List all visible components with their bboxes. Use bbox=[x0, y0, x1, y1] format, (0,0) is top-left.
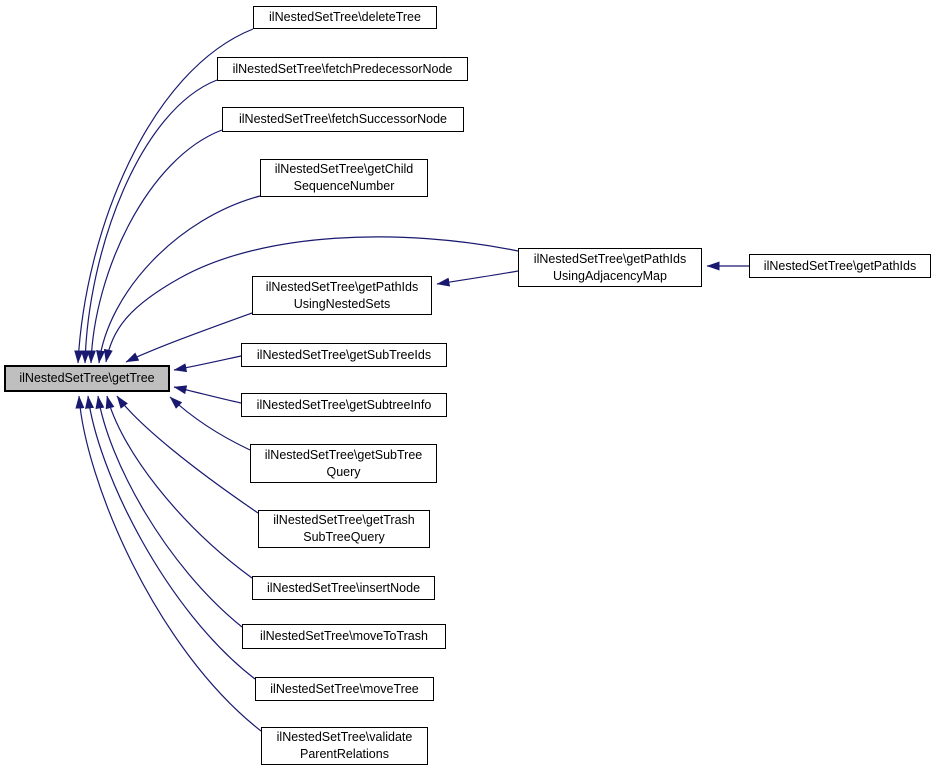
edge-fetchSuccessorNode-to-getTree bbox=[86, 129, 223, 364]
node-label: ilNestedSetTree\fetchPredecessorNode bbox=[232, 61, 453, 76]
graph-node-getTrashSubTreeQuery[interactable]: ilNestedSetTree\getTrash SubTreeQuery bbox=[258, 510, 430, 548]
edge-insertNode-to-getTree bbox=[105, 395, 253, 579]
node-label: ilNestedSetTree\validate ParentRelations bbox=[276, 730, 413, 761]
graph-node-getPathIds[interactable]: ilNestedSetTree\getPathIds bbox=[749, 254, 931, 278]
graph-node-getSubtreeInfo[interactable]: ilNestedSetTree\getSubtreeInfo bbox=[241, 393, 447, 417]
edge-getSubTreeQuery-to-getTree bbox=[169, 396, 251, 451]
graph-node-moveToTrash[interactable]: ilNestedSetTree\moveToTrash bbox=[242, 624, 446, 649]
edge-getPathIdsUsingNestedSets-to-getTree bbox=[125, 312, 253, 363]
node-label: ilNestedSetTree\getSubTreeIds bbox=[256, 347, 432, 362]
node-label: ilNestedSetTree\moveToTrash bbox=[260, 629, 428, 643]
edge-getSubtreeInfo-to-getTree bbox=[173, 385, 242, 404]
graph-node-fetchPredecessorNode[interactable]: ilNestedSetTree\fetchPredecessorNode bbox=[217, 57, 468, 81]
edge-getPathIdsUsingAdjacencyMap-to-getTree bbox=[103, 236, 519, 363]
node-label: ilNestedSetTree\deleteTree bbox=[269, 10, 421, 24]
graph-node-getPathIdsUsingAdjacencyMap[interactable]: ilNestedSetTree\getPathIds UsingAdjacenc… bbox=[518, 248, 702, 287]
node-label: ilNestedSetTree\getPathIds UsingNestedSe… bbox=[265, 279, 419, 311]
graph-node-fetchSuccessorNode[interactable]: ilNestedSetTree\fetchSuccessorNode bbox=[222, 107, 464, 132]
graph-node-getPathIdsUsingNestedSets[interactable]: ilNestedSetTree\getPathIds UsingNestedSe… bbox=[252, 276, 432, 315]
edge-validateParentRelations-to-getTree bbox=[75, 395, 262, 732]
graph-node-validateParentRelations[interactable]: ilNestedSetTree\validate ParentRelations bbox=[261, 727, 428, 765]
node-label: ilNestedSetTree\getSubtreeInfo bbox=[256, 397, 432, 412]
graph-node-getChildSequenceNumber[interactable]: ilNestedSetTree\getChild SequenceNumber bbox=[260, 159, 428, 197]
node-label: ilNestedSetTree\getChild SequenceNumber bbox=[274, 162, 414, 193]
node-label: ilNestedSetTree\fetchSuccessorNode bbox=[239, 112, 447, 126]
node-label: ilNestedSetTree\getPathIds UsingAdjacenc… bbox=[533, 251, 687, 283]
edge-getSubTreeIds-to-getTree bbox=[173, 355, 242, 373]
edge-fetchPredecessorNode-to-getTree bbox=[80, 79, 218, 364]
graph-node-moveTree[interactable]: ilNestedSetTree\moveTree bbox=[255, 677, 434, 701]
node-label: ilNestedSetTree\getPathIds bbox=[763, 258, 917, 273]
graph-node-deleteTree[interactable]: ilNestedSetTree\deleteTree bbox=[253, 6, 437, 29]
node-label: ilNestedSetTree\insertNode bbox=[266, 580, 421, 595]
edge-getTrashSubTreeQuery-to-getTree bbox=[116, 395, 259, 514]
graph-node-insertNode[interactable]: ilNestedSetTree\insertNode bbox=[252, 576, 435, 600]
edge-moveToTrash-to-getTree bbox=[95, 395, 243, 628]
graph-node-getSubTreeIds[interactable]: ilNestedSetTree\getSubTreeIds bbox=[241, 343, 447, 367]
graph-node-getSubTreeQuery[interactable]: ilNestedSetTree\getSubTree Query bbox=[250, 444, 437, 483]
node-label: ilNestedSetTree\getTrash SubTreeQuery bbox=[273, 513, 415, 544]
node-label: ilNestedSetTree\getTree bbox=[19, 371, 155, 385]
edge-moveTree-to-getTree bbox=[85, 395, 256, 680]
edge-getChildSequenceNumber-to-getTree bbox=[96, 195, 261, 364]
node-label: ilNestedSetTree\getSubTree Query bbox=[264, 447, 423, 479]
node-label: ilNestedSetTree\moveTree bbox=[270, 681, 419, 696]
edge-deleteTree-to-getTree bbox=[74, 28, 254, 364]
graph-node-getTree[interactable]: ilNestedSetTree\getTree bbox=[4, 365, 170, 392]
edge-getPathIdsUsingAdjacencyMap-to-getPathIdsUsingNestedSets bbox=[436, 270, 519, 287]
edge-group bbox=[74, 28, 749, 732]
